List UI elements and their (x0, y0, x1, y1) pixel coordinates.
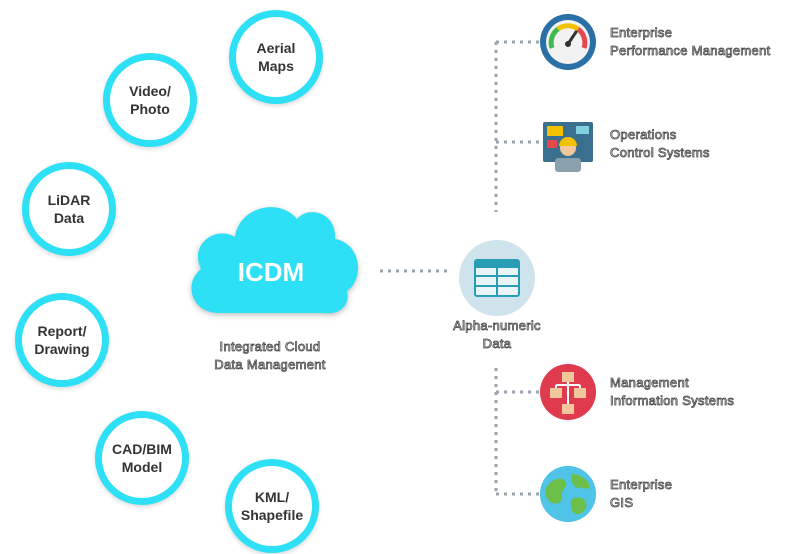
flowchart-icon (550, 372, 586, 414)
data-node-label: Alpha-numeric Data (453, 318, 541, 352)
source-kml-shapefile: KML/ Shapefile (225, 459, 319, 553)
source-label: Video/ Photo (129, 83, 171, 117)
source-label: CAD/BIM Model (112, 441, 172, 475)
output-mis-label: Management Information Systems (610, 375, 735, 409)
cloud-hub: ICDM (184, 200, 364, 321)
table-icon (474, 259, 520, 297)
source-aerial-maps: Aerial Maps (229, 10, 323, 104)
gauge-icon (546, 20, 590, 64)
output-epm-label: Enterprise Performance Management (610, 25, 771, 59)
hub-caption: Integrated Cloud Data Management (214, 339, 326, 373)
output-ocs-tile (540, 118, 596, 174)
data-node (459, 240, 535, 316)
source-label: KML/ Shapefile (240, 489, 304, 523)
source-lidar-data: LiDAR Data (22, 162, 116, 256)
source-label: Aerial Maps (256, 40, 296, 74)
output-gis-label: Enterprise GIS (610, 477, 673, 511)
output-gis-circle (540, 466, 596, 522)
source-report-drawing: Report/ Drawing (15, 293, 109, 387)
globe-icon (540, 466, 596, 522)
source-video-photo: Video/ Photo (103, 53, 197, 147)
output-mis-circle (540, 364, 596, 420)
source-label: Report/ Drawing (34, 323, 90, 357)
operator-icon (543, 122, 593, 172)
source-cad-bim-model: CAD/BIM Model (95, 411, 189, 505)
source-label: LiDAR Data (47, 192, 91, 226)
hub-title: ICDM (238, 257, 304, 287)
output-epm-circle (540, 14, 596, 70)
cloud-icon (184, 200, 364, 321)
output-ocs-label: Operations Control Systems (610, 127, 710, 161)
